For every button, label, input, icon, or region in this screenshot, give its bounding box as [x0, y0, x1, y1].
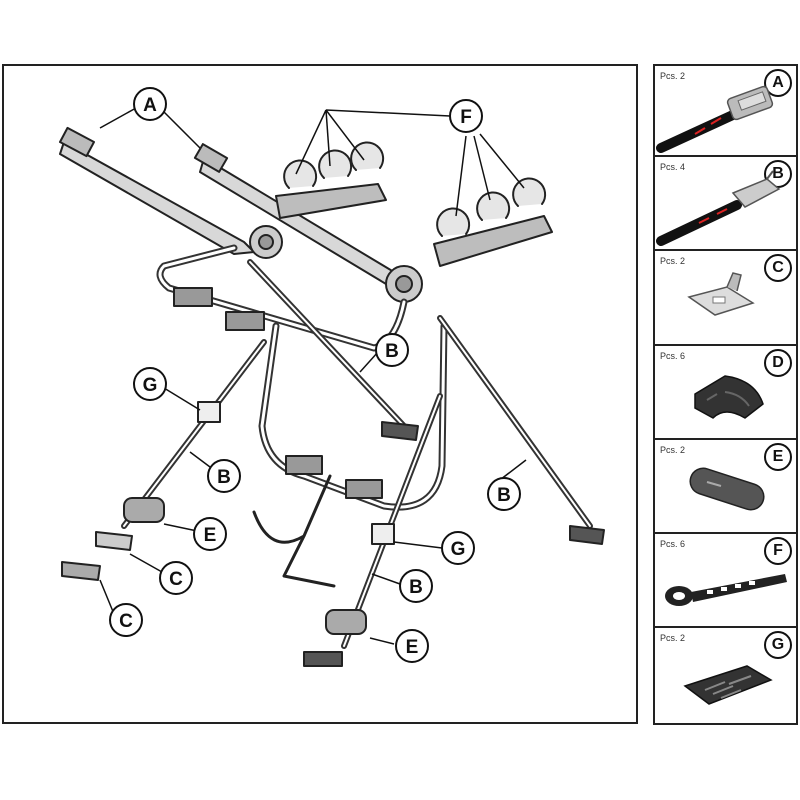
strap-holder-icon — [694, 375, 764, 419]
part-letter-badge: F — [764, 537, 792, 565]
part-item-C: Pcs. 2 C — [655, 251, 796, 346]
svg-text:G: G — [451, 539, 466, 560]
bike-cradles-left — [275, 141, 387, 219]
part-item-D: Pcs. 6 D — [655, 346, 796, 440]
callout-A-top: A — [133, 87, 167, 121]
callout-B-upper: B — [375, 333, 409, 367]
svg-text:C: C — [169, 569, 183, 590]
svg-text:G: G — [143, 375, 158, 396]
svg-text:E: E — [204, 525, 217, 546]
callout-G-right: G — [441, 531, 475, 565]
part-letter-badge: G — [764, 631, 792, 659]
callout-G-left: G — [133, 367, 167, 401]
upper-arm-left — [59, 126, 255, 255]
part-quantity: Pcs. 2 — [660, 633, 686, 643]
buckle-strap-icon — [656, 85, 774, 153]
part-item-B: Pcs. 4 B — [655, 157, 796, 251]
part-letter-badge: D — [764, 349, 792, 377]
part-quantity: Pcs. 2 — [660, 445, 686, 455]
svg-text:C: C — [119, 611, 133, 632]
svg-text:E: E — [406, 637, 419, 658]
svg-text:B: B — [385, 341, 399, 362]
pad-icon — [689, 467, 765, 511]
callout-B-left: B — [207, 459, 241, 493]
metal-hook-icon — [687, 272, 755, 316]
callout-C-bottom: C — [109, 603, 143, 637]
part-item-F: Pcs. 6 F — [655, 534, 796, 628]
callout-E-bottom: E — [395, 629, 429, 663]
callout-C-middle: C — [159, 561, 193, 595]
part-quantity: Pcs. 2 — [660, 71, 686, 81]
callout-F-top: F — [449, 99, 483, 133]
part-letter-badge: C — [764, 254, 792, 282]
part-item-E: Pcs. 2 E — [655, 440, 796, 534]
leader-lines — [99, 107, 527, 645]
part-quantity: Pcs. 4 — [660, 162, 686, 172]
hook-strap-icon — [656, 170, 781, 246]
parts-list-panel: Pcs. 2 A Pcs. 4 B Pcs. 2 C Pcs. 6 D — [653, 64, 798, 725]
strap-lock-icon — [683, 665, 773, 705]
rack-frame — [156, 244, 448, 511]
svg-text:F: F — [460, 107, 472, 128]
svg-text:B: B — [217, 467, 231, 488]
part-quantity: Pcs. 6 — [660, 351, 686, 361]
assembly-diagram-panel: A F B G B B E C — [2, 64, 638, 724]
svg-text:A: A — [143, 95, 157, 116]
svg-text:B: B — [409, 577, 423, 598]
bike-rack-diagram: A F B G B B E C — [59, 87, 605, 667]
svg-text:B: B — [497, 485, 511, 506]
part-quantity: Pcs. 2 — [660, 256, 686, 266]
rubber-strap-icon — [665, 574, 787, 606]
strap-lines — [121, 259, 593, 649]
callout-B-bottom: B — [399, 569, 433, 603]
pads-and-hooks — [61, 401, 605, 667]
bike-cradles-right — [433, 177, 553, 267]
part-item-G: Pcs. 2 G — [655, 628, 796, 723]
callout-E-left: E — [193, 517, 227, 551]
callout-B-right: B — [487, 477, 521, 511]
part-quantity: Pcs. 6 — [660, 539, 686, 549]
part-item-A: Pcs. 2 A — [655, 66, 796, 157]
part-letter-badge: E — [764, 443, 792, 471]
